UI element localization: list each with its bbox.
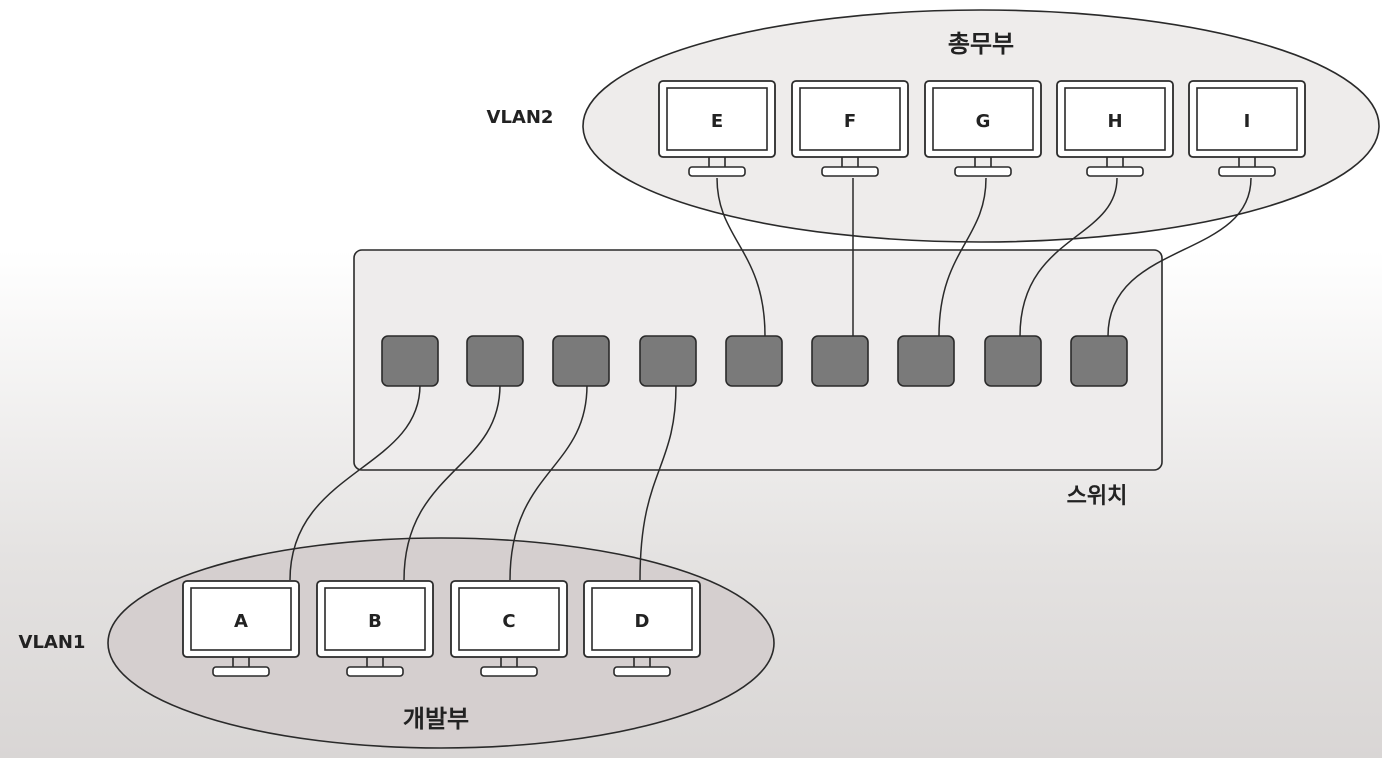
vlan2-department-label: 총무부: [948, 30, 1014, 58]
computer-h: H: [1056, 80, 1174, 177]
computer-h-label: H: [1107, 111, 1122, 132]
switch-port-2: [466, 335, 524, 387]
computer-e: E: [658, 80, 776, 177]
switch-port-8: [984, 335, 1042, 387]
vlan1-department-label: 개발부: [403, 705, 469, 733]
computer-b: B: [316, 580, 434, 677]
switch-port-1: [381, 335, 439, 387]
cable-i: [1107, 177, 1252, 337]
computer-a-label: A: [234, 611, 248, 632]
computer-b-label: B: [368, 611, 382, 632]
switch-port-9: [1070, 335, 1128, 387]
computer-d-label: D: [635, 611, 650, 632]
computer-g-label: G: [976, 111, 991, 132]
computer-c-label: C: [502, 611, 515, 632]
computer-e-label: E: [711, 111, 723, 132]
computer-i-label: I: [1244, 111, 1251, 132]
switch-port-7: [897, 335, 955, 387]
cable-d: [639, 384, 677, 581]
switch-port-6: [811, 335, 869, 387]
cable-h: [1019, 177, 1118, 337]
cable-c: [509, 384, 588, 581]
cable-e: [716, 177, 766, 337]
switch-label: 스위치: [1067, 484, 1128, 509]
computer-g: G: [924, 80, 1042, 177]
computer-d: D: [583, 580, 701, 677]
cable-g: [938, 177, 987, 337]
switch-port-5: [725, 335, 783, 387]
cable-a: [289, 384, 421, 581]
vlan2-label: VLAN2: [487, 107, 554, 128]
computer-f: F: [791, 80, 909, 177]
computer-f-label: F: [844, 111, 856, 132]
vlan1-label: VLAN1: [19, 632, 86, 653]
computer-i: I: [1188, 80, 1306, 177]
computer-a: A: [182, 580, 300, 677]
switch-port-3: [552, 335, 610, 387]
cable-b: [403, 384, 501, 581]
switch-port-4: [639, 335, 697, 387]
computer-c: C: [450, 580, 568, 677]
